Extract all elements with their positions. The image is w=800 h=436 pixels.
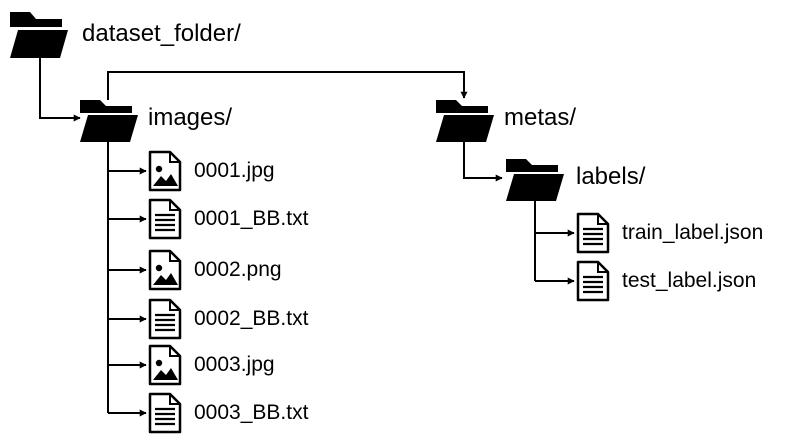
folder-icon[interactable] (504, 157, 566, 203)
text-file-icon[interactable] (148, 298, 182, 340)
connector-root-to-metas (107, 71, 468, 100)
image-file-icon[interactable] (148, 249, 182, 291)
folder-icon[interactable] (78, 98, 140, 144)
labels-file-label[interactable]: test_label.json (622, 269, 757, 292)
text-file-icon[interactable] (576, 260, 610, 302)
text-file-icon[interactable] (576, 212, 610, 254)
images-file-label[interactable]: 0003.jpg (194, 353, 275, 376)
image-file-icon[interactable] (148, 150, 182, 192)
labels-folder-label[interactable]: labels/ (576, 163, 646, 190)
connector-metas-to-labels (463, 140, 503, 182)
text-file-icon[interactable] (148, 198, 182, 240)
root-folder-label[interactable]: dataset_folder/ (82, 20, 241, 47)
folder-icon[interactable] (8, 10, 70, 60)
connector-root-to-images (39, 52, 81, 122)
labels-file-label[interactable]: train_label.json (622, 221, 764, 244)
images-folder-label[interactable]: images/ (148, 104, 233, 131)
image-file-icon[interactable] (148, 344, 182, 386)
images-file-label[interactable]: 0002_BB.txt (194, 307, 309, 330)
images-file-label[interactable]: 0002.png (194, 258, 282, 281)
images-file-label[interactable]: 0003_BB.txt (194, 401, 309, 424)
images-file-label[interactable]: 0001_BB.txt (194, 207, 309, 230)
text-file-icon[interactable] (148, 392, 182, 434)
metas-folder-label[interactable]: metas/ (504, 104, 577, 131)
images-file-label[interactable]: 0001.jpg (194, 159, 275, 182)
folder-icon[interactable] (434, 98, 496, 144)
